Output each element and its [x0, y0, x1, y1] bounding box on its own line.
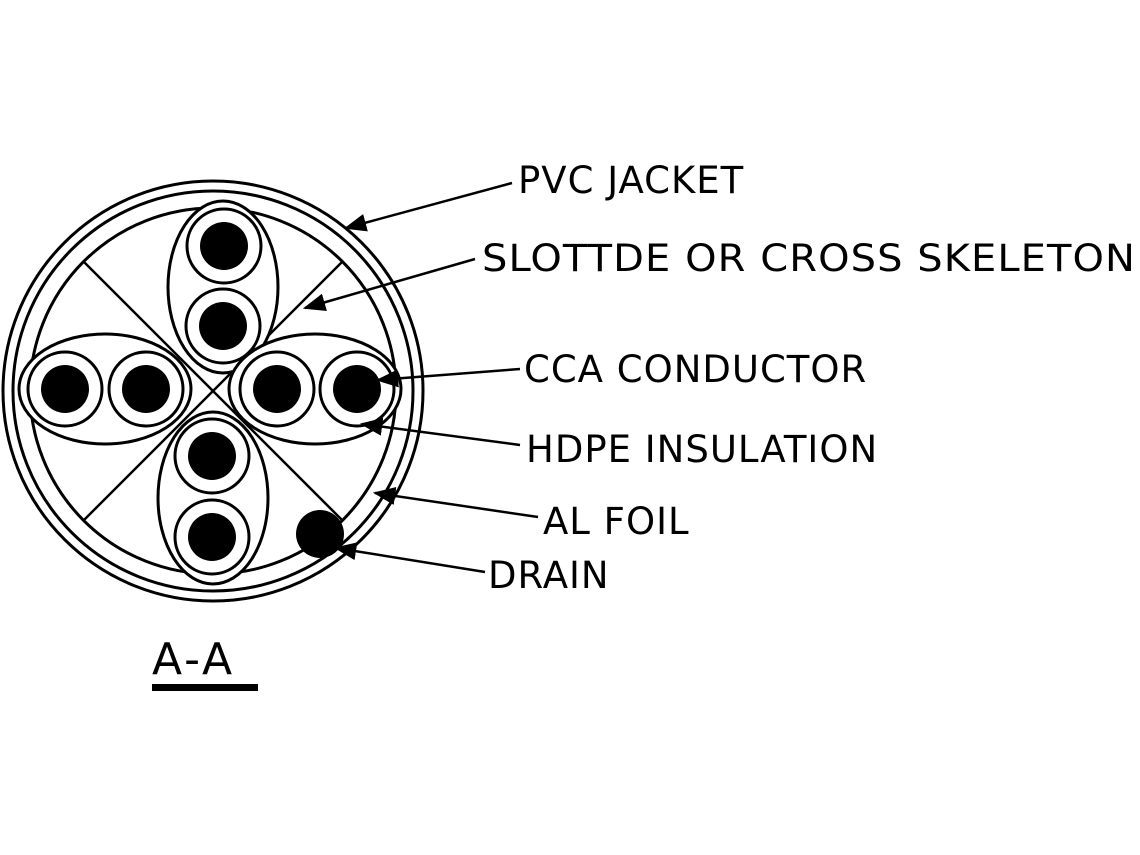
leader-skeleton [302, 257, 476, 312]
leader-pvc-jacket [343, 181, 513, 232]
pvc-jacket-inner [11, 189, 415, 593]
leader-drain [333, 542, 486, 574]
label-al-foil: AL FOIL [543, 500, 690, 543]
leader-cca-conductor [375, 367, 521, 388]
conductor-bottom-2 [173, 498, 251, 576]
leader-al-foil [372, 487, 539, 519]
conductor-right-1 [238, 350, 316, 428]
section-label: A-A [152, 634, 235, 685]
leader-hdpe-insulation [359, 417, 521, 447]
conductor-top-2 [184, 287, 262, 365]
conductor-bottom-1 [173, 417, 251, 495]
label-skeleton: SLOTTDE OR CROSS SKELETON [482, 237, 1136, 280]
label-pvc-jacket: PVC JACKET [518, 159, 744, 202]
drain-wire [296, 510, 344, 558]
conductor-right-2 [318, 350, 396, 428]
label-hdpe-insulation: HDPE INSULATION [526, 428, 878, 471]
section-underline [152, 684, 258, 691]
pvc-jacket-outer [1, 179, 425, 603]
label-cca-conductor: CCA CONDUCTOR [524, 348, 867, 391]
conductor-left-2 [107, 350, 185, 428]
skeleton-line-2 [83, 261, 343, 521]
label-drain: DRAIN [488, 554, 610, 597]
conductor-left-1 [26, 350, 104, 428]
conductor-top-1 [185, 207, 263, 285]
